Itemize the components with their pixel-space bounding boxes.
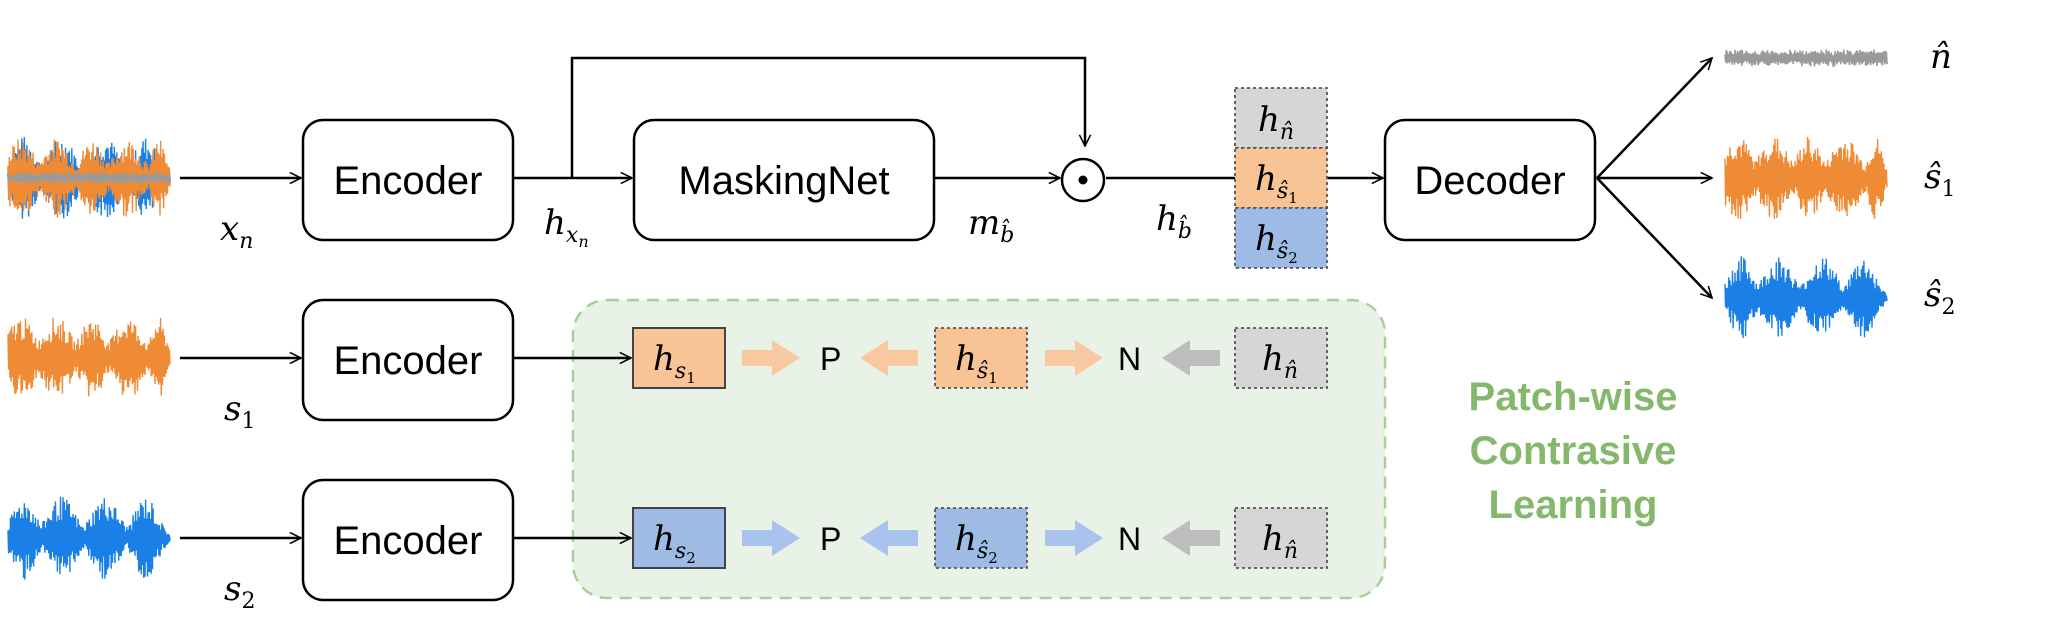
contrastive-title: Patch-wise Contrasive Learning (1469, 375, 1678, 527)
arrow-negative-to-n-1 (1162, 340, 1220, 376)
negative-n-box-2 (1234, 507, 1328, 569)
waveform-trace (1724, 136, 1888, 219)
elementwise-product-node (1060, 157, 1106, 203)
label-out-s1: ŝ1 (1924, 157, 1955, 202)
source2-waveform (7, 496, 171, 580)
positive-s2-box (934, 507, 1028, 569)
latent-stack: hn̂ hŝ1 hŝ2 (1234, 87, 1328, 269)
encoder-s1-label: Encoder (334, 339, 483, 383)
contrastive-title-line1: Patch-wise (1469, 375, 1678, 419)
anchor-s1-box (632, 327, 726, 389)
source1-waveform (7, 317, 171, 397)
decoder-label: Decoder (1414, 159, 1565, 203)
arrow-positive-to-n-2 (1045, 520, 1103, 556)
encoder-block-s2: Encoder (301, 478, 515, 602)
arrow-positive-to-n-1 (1045, 340, 1103, 376)
label-m-b: mb̂ (968, 203, 1014, 248)
output-source1-waveform (1724, 136, 1888, 219)
label-h-xn: hxn (544, 203, 589, 251)
label-h-b: hb̂ (1156, 199, 1192, 244)
waveform-trace (7, 496, 171, 580)
negative-n-box-1 (1234, 327, 1328, 389)
connections (180, 56, 1712, 538)
arrow-anchor-to-p-2 (742, 520, 800, 556)
output-noise-waveform (1724, 49, 1888, 67)
waveform-trace (6, 172, 172, 184)
contrastive-row-1: hs1 P hŝ1 N hn̂ (632, 327, 1328, 389)
contrastive-title-line3: Learning (1489, 483, 1658, 527)
arrow-positive-to-p-1 (860, 340, 918, 376)
skip-connection (570, 56, 1085, 178)
contrastive-title-line2: Contrasive (1470, 429, 1677, 473)
stack-h-n-label: hn̂ (1258, 100, 1294, 145)
waveform-trace (7, 317, 171, 397)
positive-s1-box (934, 327, 1028, 389)
mixture-waveform (6, 137, 172, 219)
masking-net-block: MaskingNet (632, 118, 936, 242)
masking-net-label: MaskingNet (678, 159, 889, 203)
anchor-s1-label: hs1 (653, 339, 696, 387)
label-s1: s1 (224, 389, 255, 434)
stack-h-s2-label: hŝ2 (1255, 219, 1298, 267)
encoder-s2-label: Encoder (334, 519, 483, 563)
label-s2: s2 (224, 569, 255, 614)
waveform-trace (1724, 256, 1888, 339)
encoder-top-label: Encoder (334, 159, 483, 203)
arrow-anchor-to-p-1 (742, 340, 800, 376)
arrow-decoder-to-s2 (1596, 177, 1712, 298)
n-label-1: N (1118, 341, 1141, 377)
negative-n-label-2: hn̂ (1262, 519, 1298, 564)
waveform-trace (1724, 49, 1888, 67)
arrow-decoder-to-noise (1596, 58, 1712, 179)
arrow-negative-to-n-2 (1162, 520, 1220, 556)
p-label-1: P (820, 341, 841, 377)
p-label-2: P (820, 521, 841, 557)
encoder-block-s1: Encoder (301, 298, 515, 422)
output-source2-waveform (1724, 256, 1888, 339)
label-x-n: xn (220, 209, 253, 254)
decoder-block: Decoder (1383, 118, 1597, 242)
n-label-2: N (1118, 521, 1141, 557)
label-out-s2: ŝ2 (1924, 275, 1955, 320)
label-out-n: n̂ (1930, 37, 1952, 77)
anchor-s2-label: hs2 (653, 519, 696, 567)
negative-n-label-1: hn̂ (1262, 339, 1298, 384)
positive-s1-label: hŝ1 (955, 339, 998, 387)
anchor-s2-box (632, 507, 726, 569)
positive-s2-label: hŝ2 (955, 519, 998, 567)
encoder-block-top: Encoder (301, 118, 515, 242)
arrow-positive-to-p-2 (860, 520, 918, 556)
contrastive-row-2: hs2 P hŝ2 N hn̂ (632, 507, 1328, 569)
stack-h-s1-label: hŝ1 (1255, 159, 1298, 207)
